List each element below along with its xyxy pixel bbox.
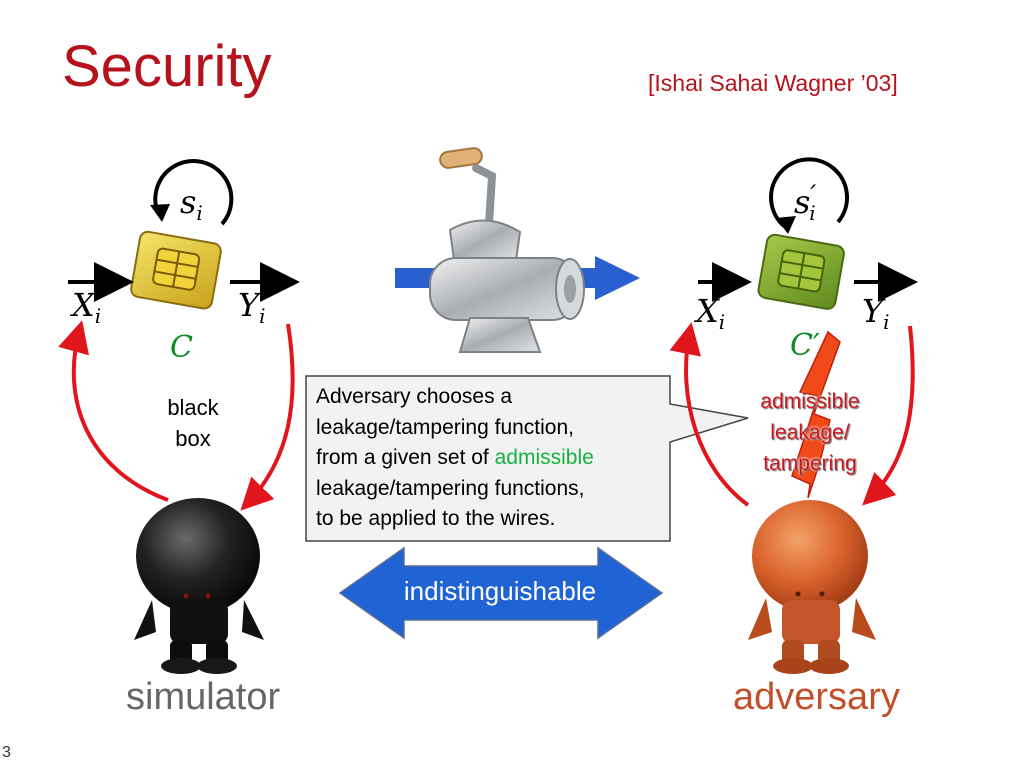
right-input-label: Xi — [696, 292, 726, 334]
left-output-label: Yi — [238, 286, 266, 328]
meat-grinder-icon — [429, 147, 585, 353]
left-state-loop — [150, 159, 234, 226]
page-number: 3 — [2, 744, 11, 761]
left-circuit-label: C — [170, 330, 193, 365]
right-red-curve-out — [862, 325, 915, 506]
left-input-label: Xi — [72, 286, 102, 328]
left-state-label: si — [180, 183, 203, 225]
admissible-highlight: admissible — [494, 446, 594, 469]
adversary-figure-icon — [748, 500, 876, 674]
black-box-label: black box — [167, 395, 219, 451]
indistinguishable-label: indistinguishable — [403, 576, 597, 606]
indistinguishable-arrow — [338, 546, 664, 640]
right-red-curve-in — [669, 322, 750, 507]
simulator-figure-icon — [134, 498, 264, 674]
left-red-curve-out — [240, 323, 295, 511]
admissible-leakage-label: admissible leakage/ tampering — [760, 390, 860, 475]
right-state-label: s′i — [794, 180, 817, 226]
callout-text: Adversary chooses a leakage/tampering fu… — [316, 385, 594, 530]
right-circuit-label: C′ — [790, 328, 820, 363]
left-red-curve-in — [58, 320, 169, 502]
callout-box — [305, 375, 749, 542]
lightning-bolt-icon — [791, 330, 841, 499]
adversary-label: adversary — [733, 676, 900, 718]
right-state-loop — [769, 157, 850, 234]
citation: [Ishai Sahai Wagner ’03] — [648, 70, 898, 96]
slide-title: Security — [62, 34, 272, 99]
right-output-label: Yi — [862, 292, 890, 334]
right-chip — [757, 233, 845, 310]
left-chip — [130, 230, 222, 310]
simulator-label: simulator — [126, 676, 281, 718]
